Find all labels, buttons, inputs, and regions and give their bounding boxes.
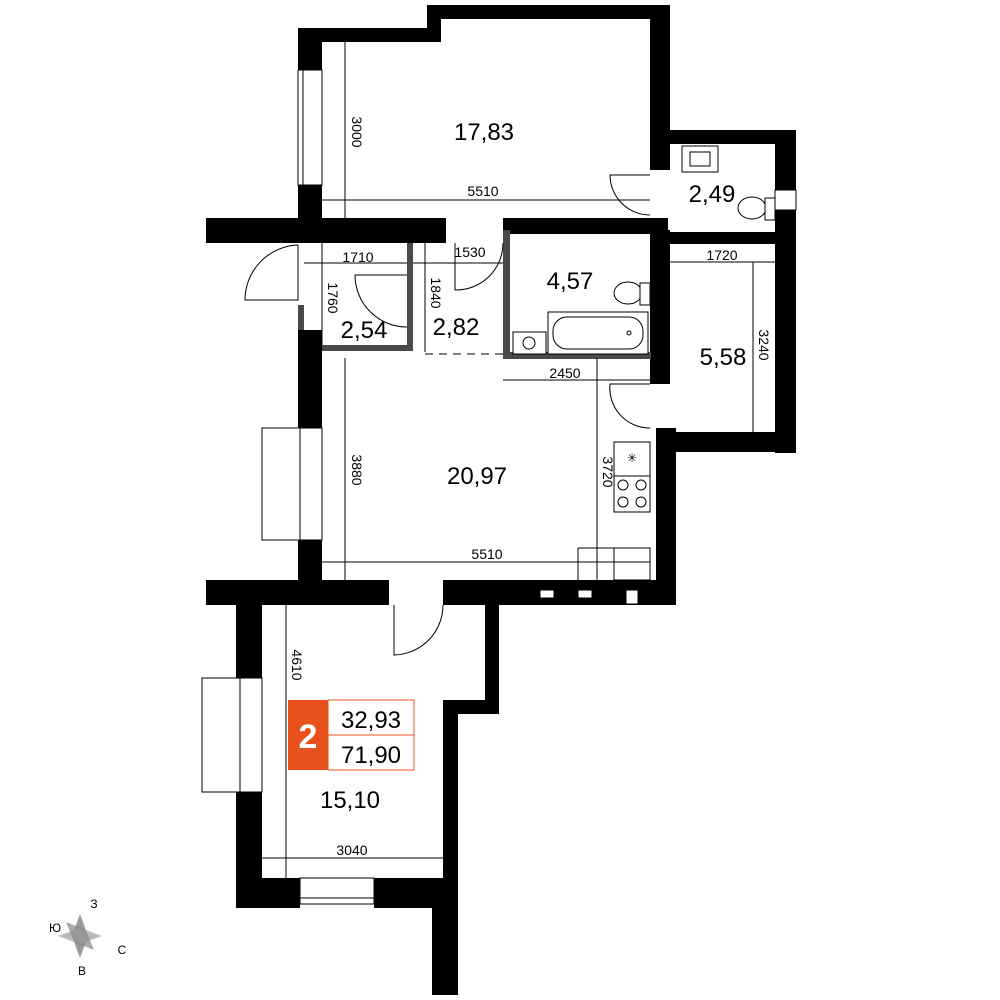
compass-north: З	[90, 897, 97, 911]
svg-text:✳: ✳	[627, 451, 637, 465]
area-living-kitchen: 20,97	[447, 463, 507, 490]
windows	[201, 69, 797, 905]
bathtub-icon	[547, 311, 649, 355]
total-area-value: 71,90	[341, 742, 401, 769]
area-closet: 2,54	[341, 317, 388, 344]
area-hall: 2,82	[433, 314, 480, 341]
dim-closet-width: 1710	[342, 249, 373, 265]
dim-wardrobe-width: 1720	[706, 247, 737, 263]
area-bathroom: 4,57	[547, 268, 594, 295]
area-toilet: 2,49	[689, 181, 736, 208]
dim-room-height: 4610	[289, 649, 305, 680]
compass-west: Ю	[49, 921, 61, 935]
kitchen-sink-icon	[577, 547, 651, 581]
compass-south: В	[78, 964, 86, 978]
compass-star-icon	[58, 914, 102, 958]
room-areas: 17,83 2,49 4,57 5,58 2,54 2,82 20,97 15,…	[320, 119, 746, 814]
apartment-badge: 2 32,93 71,90	[288, 699, 415, 771]
dim-living-width: 5510	[471, 546, 502, 562]
dim-living-height-left: 3880	[349, 454, 365, 485]
dim-wardrobe-height: 3240	[756, 329, 772, 360]
fixtures: ✳	[512, 145, 776, 605]
dim-bedroom-height: 3000	[349, 116, 365, 147]
toilet-icon	[613, 281, 651, 306]
dim-bedroom-width: 5510	[467, 183, 498, 199]
dim-hall-height: 1840	[428, 277, 444, 308]
dim-hall-width: 1530	[454, 244, 485, 260]
dimension-labels: 3000 5510 1710 1530 1760 1840 1720 3240 …	[289, 116, 772, 858]
dim-living-height-right: 3720	[600, 456, 616, 487]
partitions	[298, 230, 651, 359]
area-wardrobe: 5,58	[700, 344, 747, 371]
living-area-value: 32,93	[341, 707, 401, 734]
rooms-count-box	[288, 700, 328, 770]
area-room: 15,10	[320, 787, 380, 814]
compass: З С В Ю	[49, 897, 127, 978]
walls	[206, 5, 796, 995]
washing-machine-icon	[512, 331, 547, 355]
dim-room-width: 3040	[336, 842, 367, 858]
compass-east: С	[118, 943, 127, 957]
dim-bathroom-width: 2450	[549, 365, 580, 381]
doors	[244, 174, 651, 656]
rooms-count: 2	[299, 718, 318, 756]
stove-icon: ✳	[613, 441, 651, 513]
dim-closet-height: 1760	[325, 282, 341, 313]
dimension-lines	[262, 42, 775, 878]
sink-icon	[681, 145, 719, 173]
area-bedroom: 17,83	[454, 119, 514, 146]
toilet-icon	[737, 196, 776, 221]
